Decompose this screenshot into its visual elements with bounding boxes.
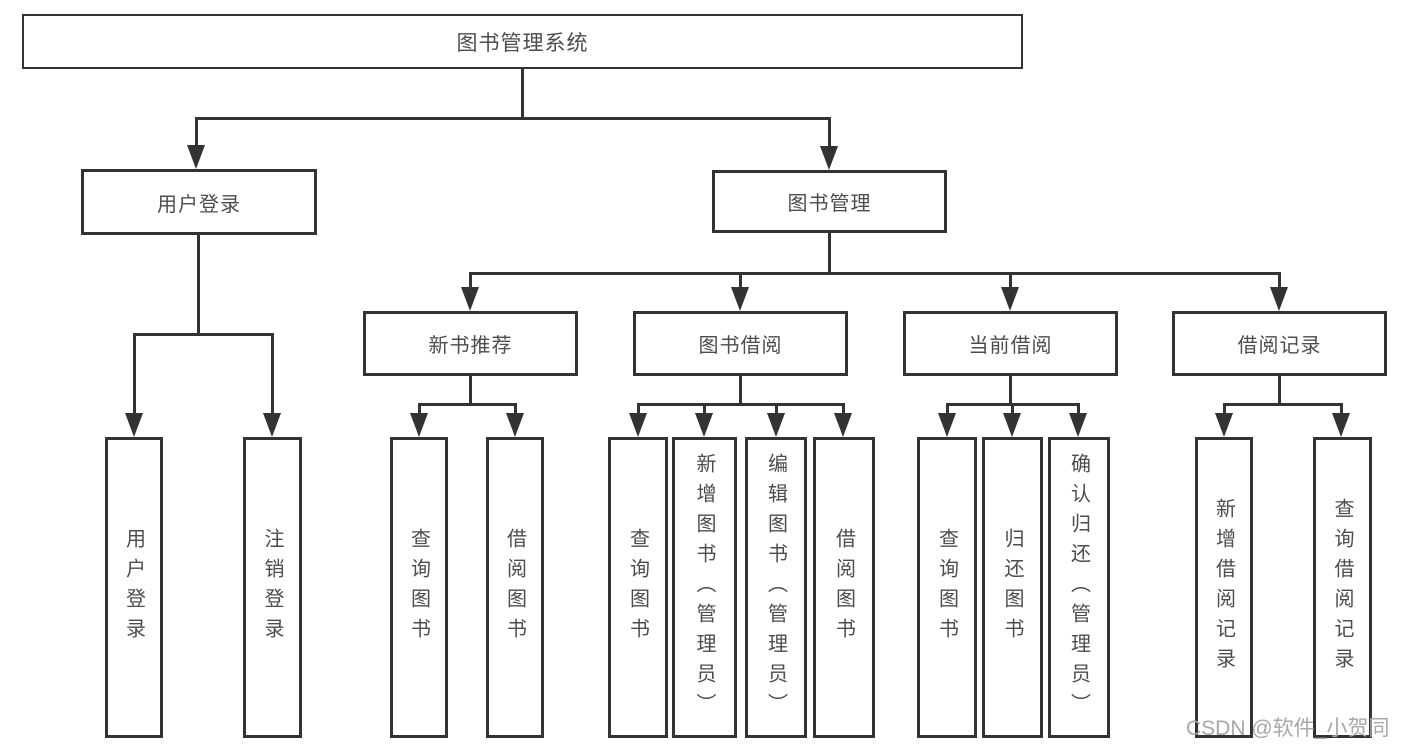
connector-line [521, 68, 524, 119]
arrow-down-icon [263, 413, 281, 437]
leaf-br-query-record: 查询借阅记录 [1313, 437, 1372, 738]
connector-line [514, 403, 517, 415]
arrow-down-icon [187, 145, 205, 169]
arrow-down-icon [731, 287, 749, 311]
connector-line [1011, 403, 1014, 415]
leaf-user-login: 用户登录 [105, 437, 163, 738]
connector-line [775, 403, 778, 415]
arrow-down-icon [820, 146, 838, 170]
arrow-down-icon [938, 413, 956, 437]
arrow-down-icon [125, 413, 143, 437]
connector-line [842, 403, 845, 415]
leaf-bb-borrow-books: 借阅图书 [813, 437, 875, 738]
node-current-borrow: 当前借阅 [903, 311, 1118, 376]
arrow-down-icon [1332, 413, 1350, 437]
leaf-cb-query-books: 查询图书 [917, 437, 977, 738]
arrow-down-icon [1270, 287, 1288, 311]
connector-line [703, 403, 706, 415]
arrow-down-icon [767, 413, 785, 437]
connector-line [1223, 403, 1343, 406]
connector-line [1009, 376, 1012, 406]
connector-line [828, 233, 831, 275]
connector-line [637, 403, 640, 415]
watermark: CSDN @软件_小贺同学 [1186, 717, 1390, 740]
connector-line [195, 117, 831, 120]
node-root: 图书管理系统 [22, 14, 1023, 69]
connector-line [1077, 403, 1080, 415]
arrow-down-icon [695, 413, 713, 437]
connector-line [469, 376, 472, 406]
leaf-nbr-borrow-books: 借阅图书 [486, 437, 544, 738]
node-book-borrow: 图书借阅 [633, 311, 848, 376]
leaf-bb-query-books: 查询图书 [608, 437, 668, 738]
leaf-br-add-record: 新增借阅记录 [1195, 437, 1253, 738]
connector-line [739, 376, 742, 406]
leaf-cb-return-books: 归还图书 [982, 437, 1043, 738]
connector-line [1009, 272, 1012, 289]
connector-line [828, 117, 831, 147]
arrow-down-icon [461, 287, 479, 311]
leaf-bb-edit-books-admin: 编辑图书（管理员） [745, 437, 807, 738]
leaf-nbr-query-books: 查询图书 [390, 437, 448, 738]
connector-line [739, 272, 742, 289]
leaf-cb-confirm-return-admin: 确认归还（管理员） [1048, 437, 1110, 738]
leaf-logout: 注销登录 [243, 437, 302, 738]
node-user-login: 用户登录 [81, 169, 317, 235]
arrow-down-icon [410, 413, 428, 437]
arrow-down-icon [1001, 287, 1019, 311]
connector-line [1278, 376, 1281, 406]
leaf-bb-add-books-admin: 新增图书（管理员） [672, 437, 737, 738]
connector-line [1223, 403, 1226, 415]
arrow-down-icon [834, 413, 852, 437]
arrow-down-icon [506, 413, 524, 437]
node-book-management: 图书管理 [712, 170, 947, 233]
node-borrow-records: 借阅记录 [1172, 311, 1387, 376]
connector-line [469, 272, 472, 289]
connector-line [271, 333, 274, 414]
connector-line [133, 333, 274, 336]
connector-line [1278, 272, 1281, 289]
connector-line [637, 403, 845, 406]
arrow-down-icon [1215, 413, 1233, 437]
arrow-down-icon [1069, 413, 1087, 437]
connector-line [195, 117, 198, 147]
arrow-down-icon [1003, 413, 1021, 437]
connector-line [946, 403, 949, 415]
connector-line [469, 272, 1281, 275]
connector-line [197, 235, 200, 336]
node-new-book-recommend: 新书推荐 [363, 311, 578, 376]
connector-line [418, 403, 421, 415]
connector-line [418, 403, 517, 406]
arrow-down-icon [629, 413, 647, 437]
connector-line [133, 333, 136, 414]
connector-line [1340, 403, 1343, 415]
